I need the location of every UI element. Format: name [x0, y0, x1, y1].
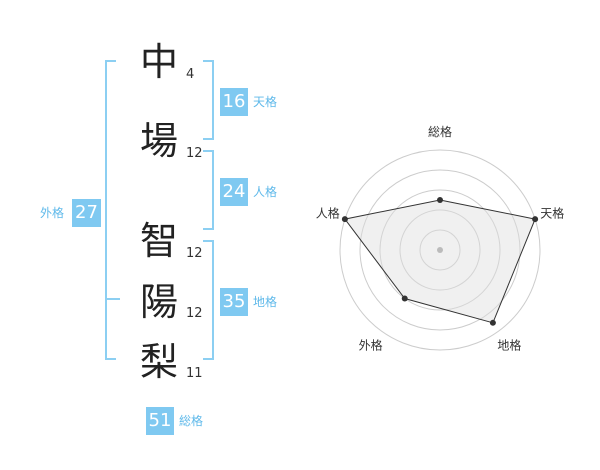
chikaku-bracket [203, 240, 214, 360]
tenkaku-bracket [203, 60, 214, 140]
radar-point-3 [489, 319, 496, 326]
gaikaku-badge: 27 [72, 199, 101, 227]
jinkaku-label: 人格 [253, 185, 278, 199]
radar-center [437, 247, 443, 253]
radar-ring [419, 229, 461, 271]
stroke-count-5: 11 [186, 366, 203, 381]
radar-point-4 [401, 295, 408, 302]
jinkaku-badge: 24 [220, 178, 248, 206]
radar-point-5 [341, 216, 348, 223]
radar-axis-label-3: 地格 [497, 337, 521, 352]
name-char-5: 梨 [140, 340, 179, 384]
name-char-2: 場 [140, 119, 179, 163]
radar-point-1 [437, 197, 443, 203]
soukaku-badge: 51 [146, 407, 174, 435]
gaikaku-split-tick [106, 298, 120, 300]
tenkaku-badge: 16 [220, 88, 248, 116]
stroke-count-3: 12 [186, 246, 203, 261]
chikaku-label: 地格 [253, 295, 278, 309]
tenkaku-label: 天格 [253, 95, 278, 109]
stroke-count-1: 4 [186, 67, 195, 82]
name-char-4: 陽 [140, 280, 179, 324]
radar-ring [339, 149, 541, 351]
gaikaku-bracket [105, 60, 116, 360]
radar-ring [399, 209, 481, 291]
name-char-1: 中 [140, 40, 179, 84]
chikaku-badge: 35 [220, 288, 248, 316]
radar-ring [359, 169, 521, 331]
stroke-count-2: 12 [186, 146, 203, 161]
radar-axis-label-5: 人格 [316, 206, 340, 221]
name-char-3: 智 [140, 219, 179, 263]
radar-point-2 [532, 216, 539, 223]
radar-axis-label-2: 天格 [540, 206, 564, 221]
radar-axis-label-4: 外格 [359, 337, 383, 352]
radar-polygon [344, 199, 536, 324]
radar-axis-label-1: 総格 [428, 124, 452, 139]
radar-ring [379, 189, 501, 311]
gaikaku-label: 外格 [40, 206, 65, 220]
stroke-count-4: 12 [186, 306, 203, 321]
soukaku-label: 総格 [179, 414, 204, 428]
jinkaku-bracket [203, 150, 214, 230]
